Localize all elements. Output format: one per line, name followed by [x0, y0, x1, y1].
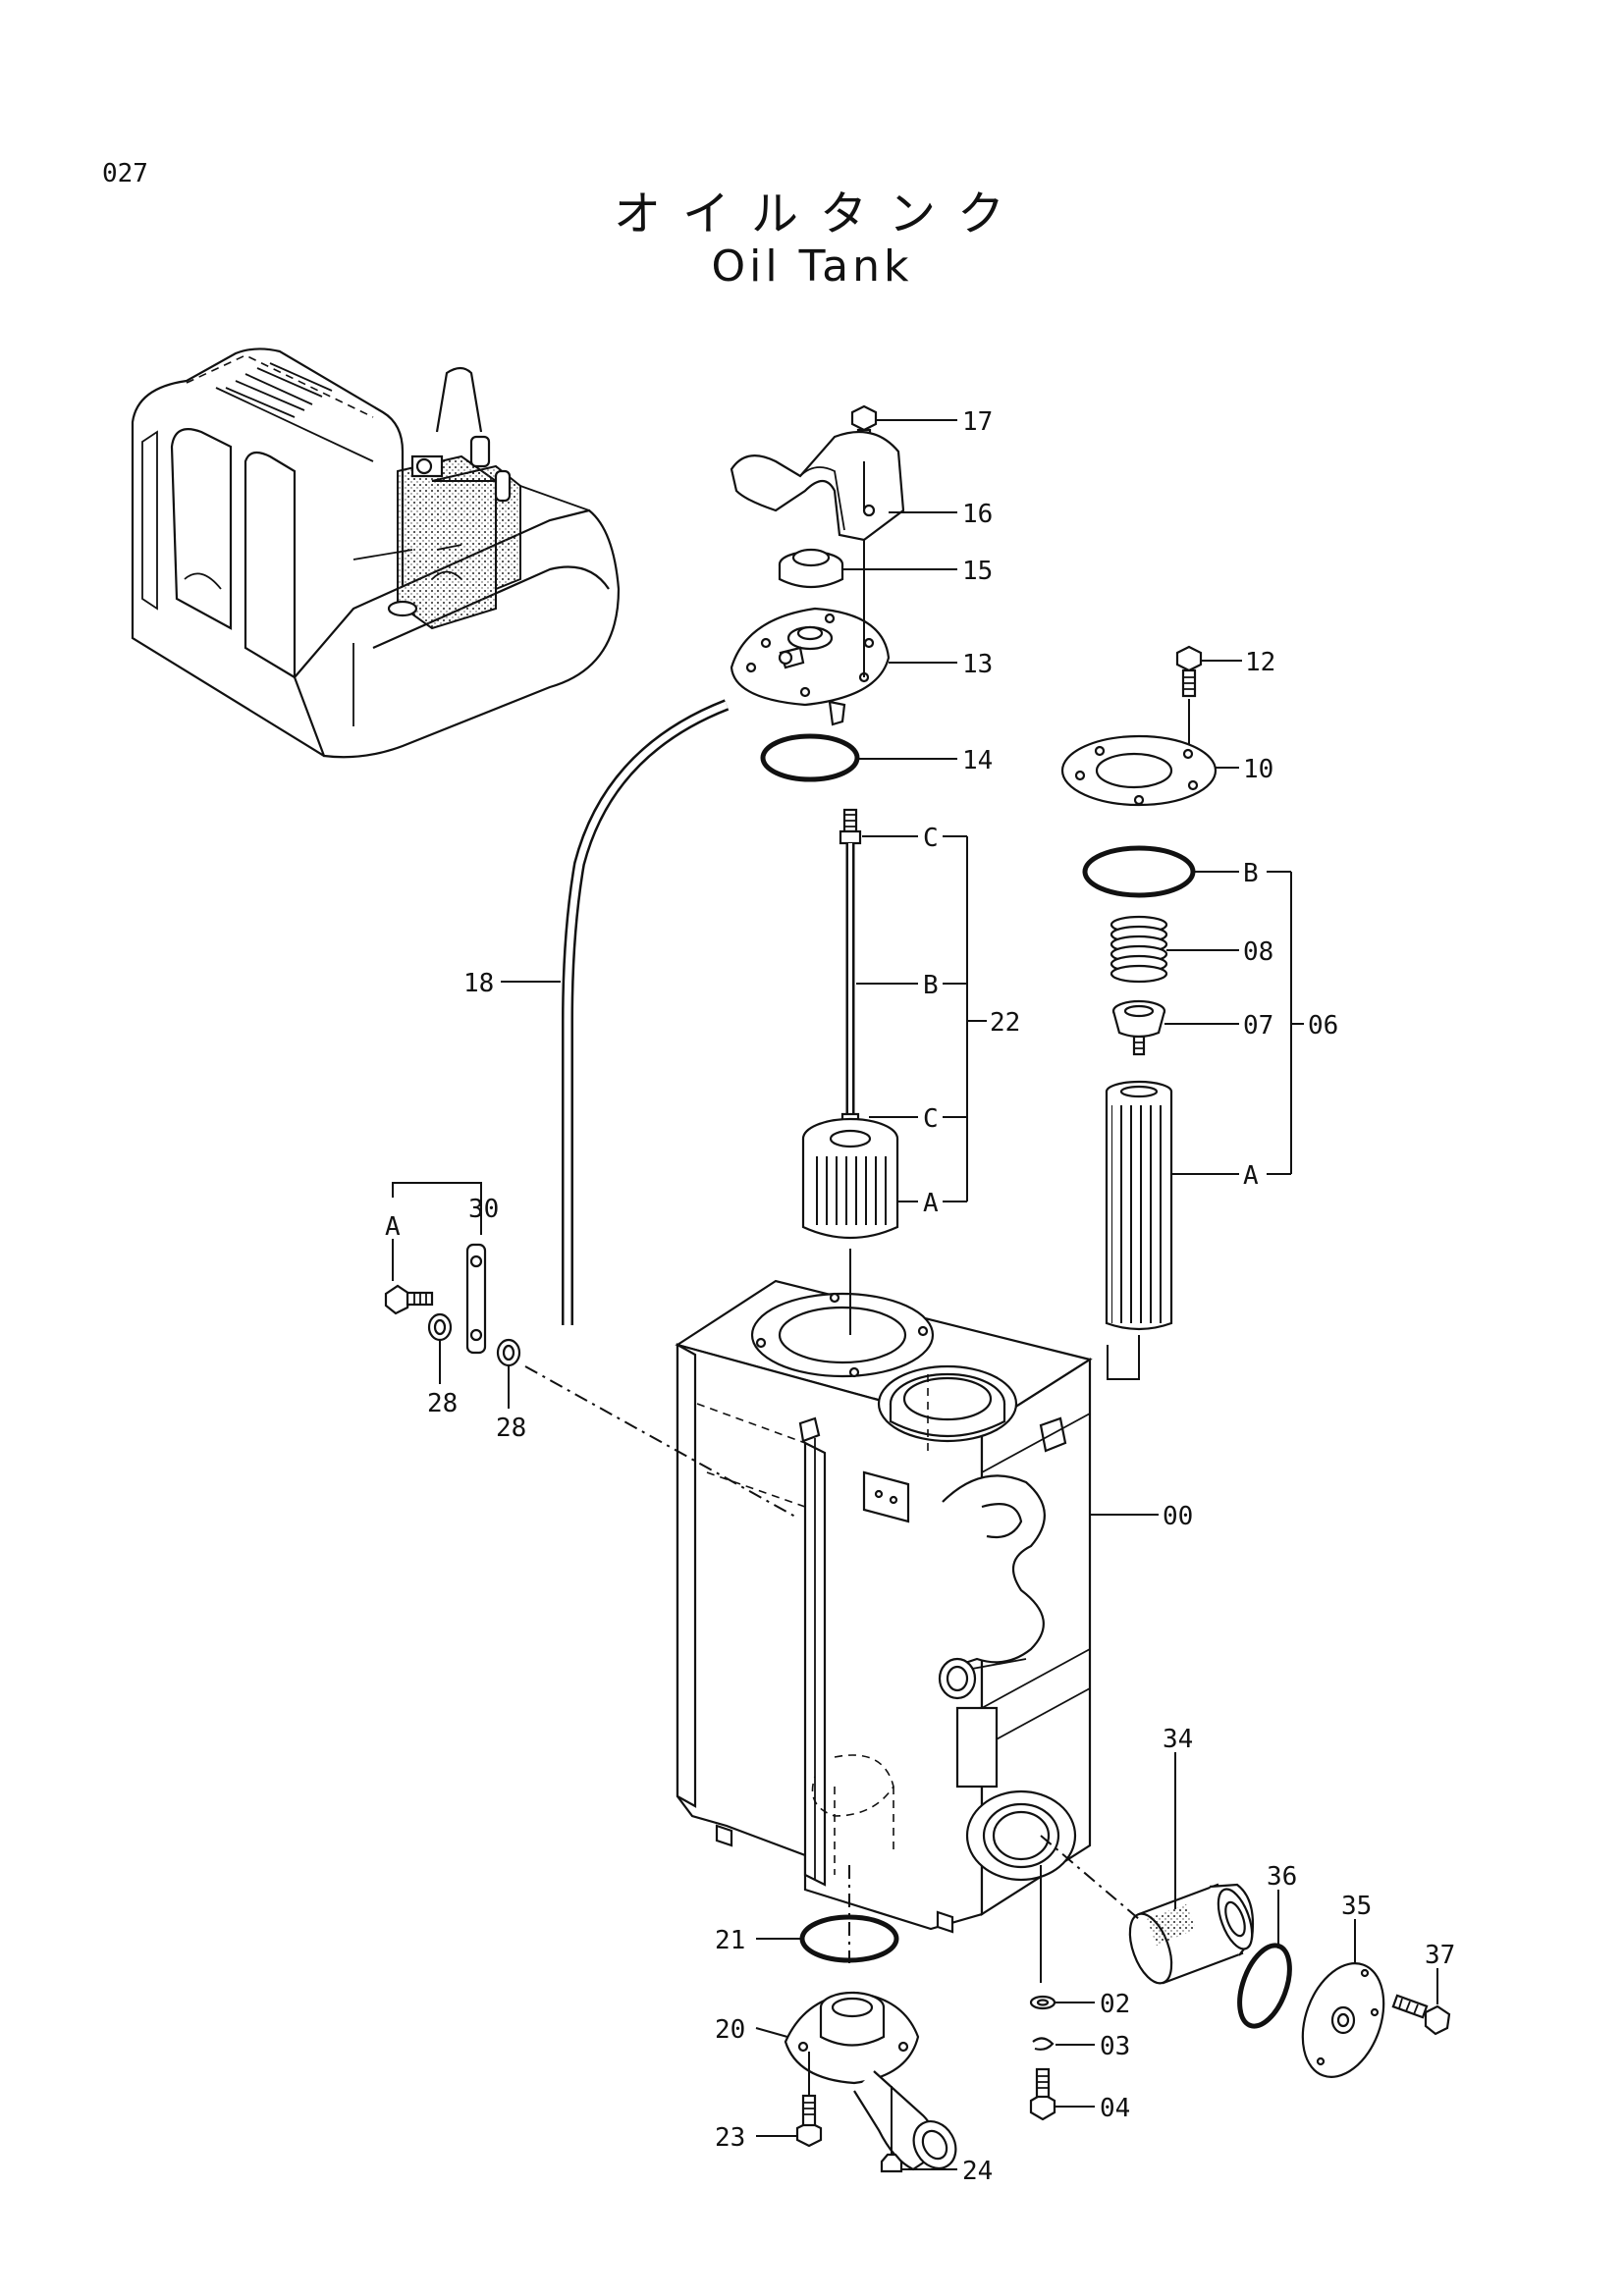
part-14-o-ring — [760, 733, 957, 782]
callout-37: 37 — [1425, 1941, 1455, 1970]
callout-28b: 28 — [496, 1414, 526, 1443]
part-20-suction-elbow — [755, 1865, 957, 2171]
part-08-spring — [1110, 915, 1168, 984]
callout-21: 21 — [715, 1926, 745, 1955]
callout-15: 15 — [962, 557, 993, 586]
part-36-o-ring — [1237, 1890, 1292, 2029]
callout-labels: 17 16 15 13 14 12 10 08 07 06 22 18 30 2… — [385, 407, 1455, 2186]
part-18-hose — [501, 699, 730, 1325]
callout-17: 17 — [962, 407, 993, 437]
part-15-cap — [778, 548, 957, 589]
parts-02-03-04-fasteners — [1029, 1865, 1095, 2121]
callout-22: 22 — [990, 1008, 1020, 1038]
callout-16: 16 — [962, 500, 993, 529]
callout-14: 14 — [962, 746, 993, 775]
callout-02: 02 — [1100, 1990, 1130, 2019]
part-30-level-gauge — [384, 1182, 796, 1518]
callout-12: 12 — [1245, 648, 1275, 677]
title-english: Oil Tank — [711, 241, 913, 292]
part-34-suction-strainer — [1040, 1752, 1255, 1985]
part-06-filter-assembly — [1082, 845, 1304, 1380]
group-30-letter-a: A — [385, 1212, 401, 1242]
callout-13: 13 — [962, 650, 993, 679]
part-37-bolt — [1391, 1968, 1451, 2036]
part-23-bolt — [756, 2052, 823, 2148]
callout-06: 06 — [1308, 1011, 1338, 1041]
callout-10: 10 — [1243, 755, 1273, 784]
callout-20: 20 — [715, 2015, 745, 2045]
part-13-cover — [730, 540, 957, 726]
callout-34: 34 — [1163, 1725, 1193, 1754]
callout-18: 18 — [463, 969, 494, 998]
callout-03: 03 — [1100, 2032, 1130, 2061]
title-japanese: オイルタンク — [613, 187, 1026, 241]
part-24-plug — [880, 2086, 957, 2173]
part-10-cover-plate — [1060, 734, 1239, 807]
callout-24: 24 — [962, 2157, 993, 2186]
callout-08: 08 — [1243, 937, 1273, 967]
callout-28a: 28 — [427, 1389, 458, 1418]
group-22-letter-b: B — [923, 971, 939, 1000]
group-22-letter-c-bottom: C — [923, 1104, 939, 1134]
callout-30: 30 — [468, 1195, 499, 1224]
group-06-letter-b: B — [1243, 859, 1259, 888]
callout-36: 36 — [1267, 1862, 1297, 1892]
callout-04: 04 — [1100, 2094, 1130, 2123]
callout-23: 23 — [715, 2123, 745, 2153]
page-number: 027 — [102, 159, 148, 188]
part-00-oil-tank — [675, 1279, 1159, 1934]
group-06-letter-a: A — [1243, 1161, 1259, 1191]
part-35-cover — [1301, 1919, 1385, 2078]
group-22-letter-a: A — [923, 1189, 939, 1218]
callout-35: 35 — [1341, 1892, 1372, 1921]
excavator-location-sketch — [131, 347, 621, 759]
group-22-letter-c-top: C — [923, 824, 939, 853]
part-07-valve — [1111, 999, 1166, 1056]
callout-00: 00 — [1163, 1502, 1193, 1531]
part-22-strainer-assembly — [801, 808, 987, 1335]
part-16-bracket — [730, 430, 957, 542]
part-21-o-ring — [756, 1914, 899, 1963]
part-12-bolt — [1175, 645, 1242, 751]
callout-07: 07 — [1243, 1011, 1273, 1041]
